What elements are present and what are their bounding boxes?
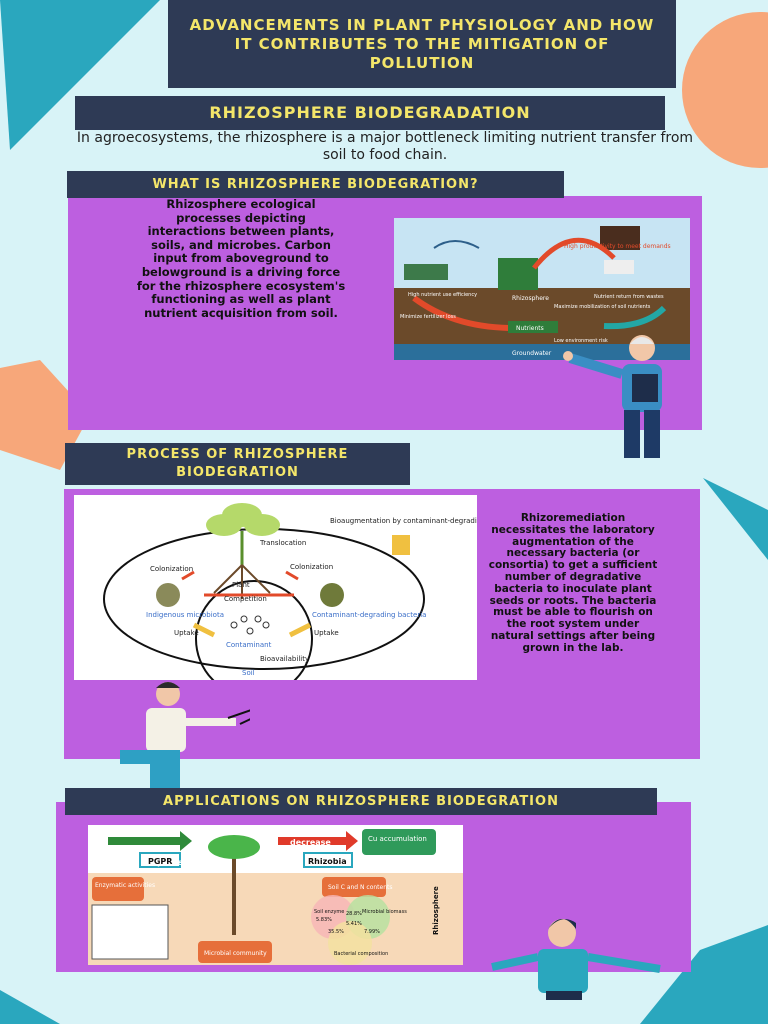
- teal-triangle-right: [703, 478, 768, 560]
- svg-text:High productivity to meet dema: High productivity to meet demands: [564, 243, 671, 250]
- svg-text:High nutrient use efficiency: High nutrient use efficiency: [408, 292, 477, 298]
- teal-triangle-top-left: [0, 0, 160, 150]
- svg-text:Indigenous microbiota: Indigenous microbiota: [146, 611, 224, 619]
- rhizoremediation-process-figure: Bioaugmentation by contaminant-degrading…: [74, 495, 477, 680]
- svg-text:28.8%: 28.8%: [346, 911, 362, 917]
- svg-text:Groundwater: Groundwater: [512, 350, 552, 357]
- svg-text:Nutrients: Nutrients: [516, 325, 544, 332]
- svg-text:Maximize mobilization of soil: Maximize mobilization of soil nutrients: [554, 304, 651, 310]
- svg-text:Microbial community: Microbial community: [204, 950, 267, 957]
- svg-text:Uptake: Uptake: [174, 629, 199, 637]
- section3-heading: APPLICATIONS ON RHIZOSPHERE BIODEGRATION: [65, 788, 657, 815]
- svg-text:Colonization: Colonization: [290, 563, 333, 571]
- svg-text:Rhizobia: Rhizobia: [308, 857, 347, 866]
- svg-text:Colonization: Colonization: [150, 565, 193, 573]
- section1-text: Rhizosphere ecological processes depicti…: [136, 197, 346, 320]
- svg-text:Rhizosphere: Rhizosphere: [432, 886, 440, 935]
- svg-text:Competition: Competition: [224, 595, 267, 603]
- page-title: ADVANCEMENTS IN PLANT PHYSIOLOGY AND HOW…: [168, 0, 676, 88]
- section2-heading: PROCESS OF RHIZOSPHERE BIODEGRATION: [65, 443, 410, 485]
- svg-text:7.99%: 7.99%: [364, 929, 380, 935]
- presenter-woman-illustration: [491, 919, 661, 1000]
- pgpr-rhizobia-application-figure: improve decrease Cu accumulation PGPR Rh…: [88, 825, 463, 965]
- svg-text:decrease: decrease: [290, 838, 331, 847]
- svg-text:5.83%: 5.83%: [316, 917, 332, 923]
- svg-text:Soil C and N contents: Soil C and N contents: [328, 884, 393, 891]
- peach-shape-left: [0, 360, 90, 470]
- svg-text:Translocation: Translocation: [259, 539, 306, 547]
- svg-text:Low environment risk: Low environment risk: [554, 338, 608, 344]
- section1-heading: WHAT IS RHIZOSPHERE BIODEGRATION?: [67, 171, 564, 198]
- svg-text:Bioavailability: Bioavailability: [260, 655, 309, 663]
- subtitle-banner: RHIZOSPHERE BIODEGRADATION: [75, 96, 665, 130]
- svg-text:Rhizosphere: Rhizosphere: [512, 295, 549, 302]
- svg-text:Soil: Soil: [242, 669, 255, 677]
- intro-text: In agroecosystems, the rhizosphere is a …: [76, 130, 694, 163]
- svg-text:Contaminant: Contaminant: [226, 641, 272, 649]
- svg-text:Minimize fertilizer loss: Minimize fertilizer loss: [400, 314, 456, 320]
- svg-text:Uptake: Uptake: [314, 629, 339, 637]
- teal-shape-bottom-right: [640, 925, 768, 1024]
- svg-text:Enzymatic activities: Enzymatic activities: [95, 882, 155, 889]
- svg-text:Microbial biomass: Microbial biomass: [362, 909, 407, 915]
- svg-text:Cu accumulation: Cu accumulation: [368, 835, 427, 843]
- svg-text:improve: improve: [146, 858, 183, 867]
- presenter-pointer-illustration: [120, 682, 250, 790]
- svg-text:Bacterial composition: Bacterial composition: [334, 951, 388, 957]
- svg-text:Soil enzyme: Soil enzyme: [314, 909, 344, 915]
- teal-shape-bottom-left: [0, 990, 60, 1024]
- svg-text:PGPR: PGPR: [148, 857, 172, 866]
- presenter-man-illustration: [563, 335, 662, 458]
- svg-text:Plant: Plant: [232, 581, 250, 589]
- peach-circle-top-right: [682, 12, 768, 168]
- section2-text: Rhizoremediation necessitates the labora…: [488, 512, 658, 654]
- svg-text:Nutrient return from wastes: Nutrient return from wastes: [594, 294, 664, 300]
- svg-text:Bioaugmentation by contaminant: Bioaugmentation by contaminant-degrading…: [330, 517, 477, 525]
- svg-text:35.5%: 35.5%: [328, 929, 344, 935]
- svg-text:Contaminant-degrading bacteria: Contaminant-degrading bacteria: [312, 611, 426, 619]
- svg-text:5.41%: 5.41%: [346, 921, 362, 927]
